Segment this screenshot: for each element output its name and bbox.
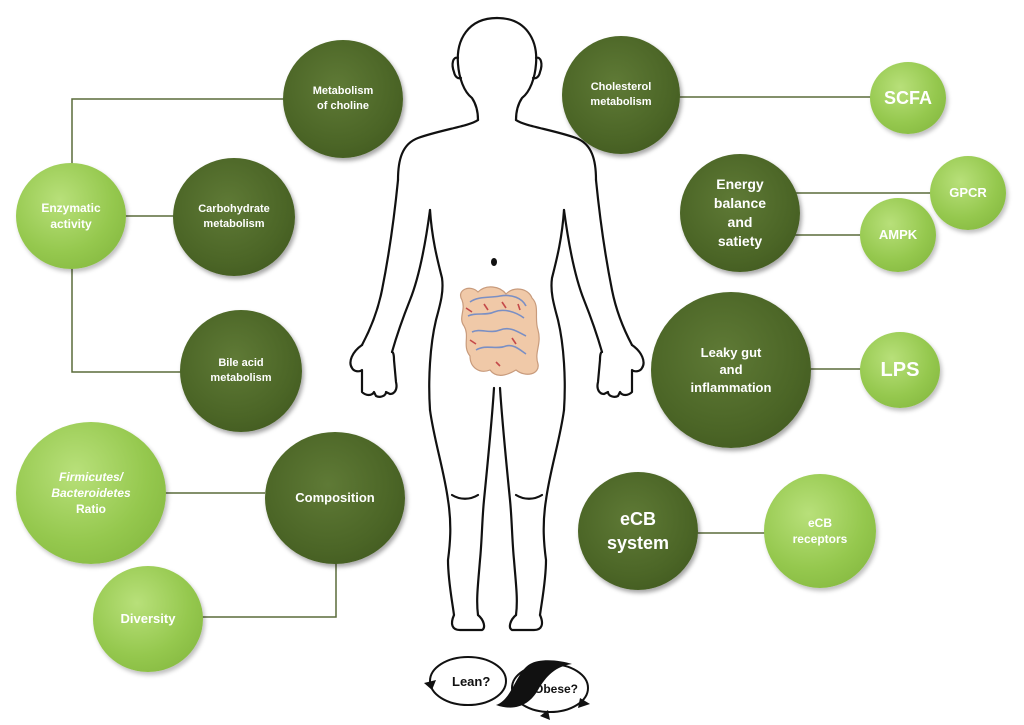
ampk-node: AMPK (860, 198, 936, 272)
arrow-right-icon (578, 698, 590, 708)
leaky-gut-inflammation-node: Leaky gut and inflammation (651, 292, 811, 448)
composition-node: Composition (265, 432, 405, 564)
connector-bile-acid (71, 267, 182, 373)
obese-label: Obese? (534, 682, 578, 696)
arrow-bottom-icon (540, 710, 550, 720)
arrow-left-icon (424, 680, 436, 690)
lps-node: LPS (860, 332, 940, 408)
diversity-node: Diversity (93, 566, 203, 672)
connector-choline (71, 98, 290, 165)
energy-balance-satiety-node: Energy balance and satiety (680, 154, 800, 272)
scfa-node: SCFA (870, 62, 946, 134)
intestine-icon (460, 286, 540, 376)
firmicutes-bacteroidetes-ratio-node: Firmicutes/ Bacteroidetes Ratio (16, 422, 166, 564)
lean-label: Lean? (452, 674, 490, 689)
gpcr-node: GPCR (930, 156, 1006, 230)
connector-diversity (202, 560, 337, 618)
